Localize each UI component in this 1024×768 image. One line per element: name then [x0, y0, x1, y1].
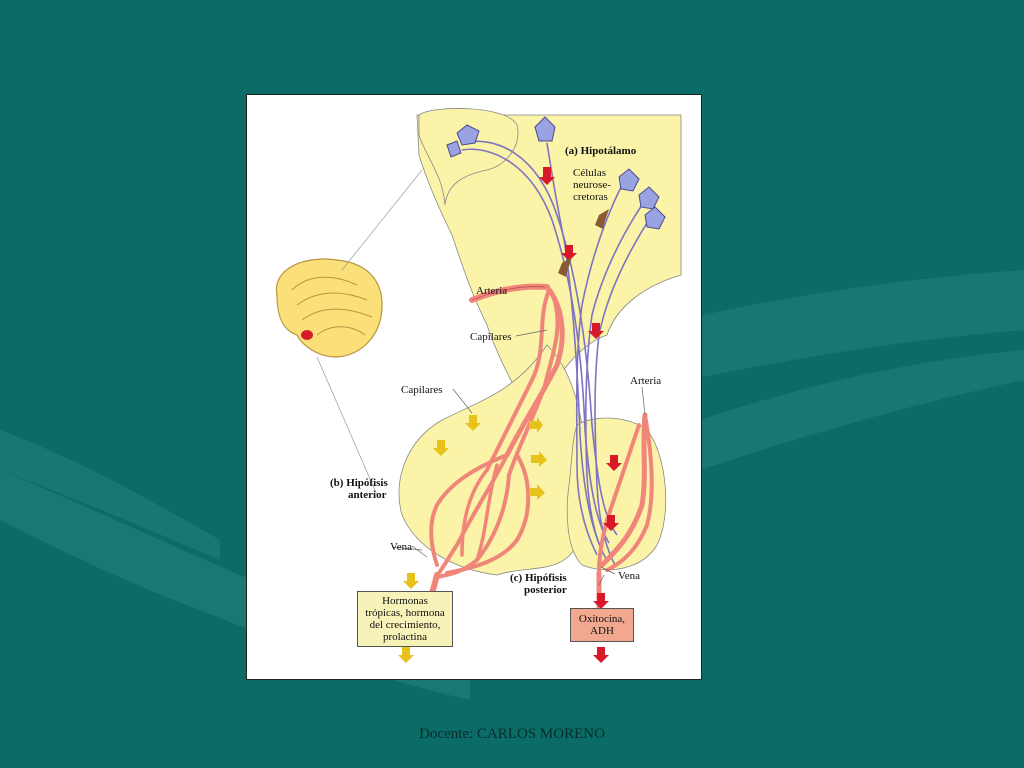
footer-credit: Docente: CARLOS MORENO — [419, 726, 605, 742]
label-vein-left: Vena — [390, 541, 412, 553]
anterior-hormones-line-1: Hormonas — [382, 595, 428, 607]
label-hypothalamus: (a) Hipotálamo — [565, 145, 637, 157]
neuron-axons — [461, 140, 648, 566]
pituitary-diagram: (a) Hipotálamo Células neurose- cretoras… — [246, 94, 702, 680]
posterior-hormones-box: Oxitocina, ADH — [570, 608, 634, 642]
neuron-cell-bodies — [446, 116, 666, 230]
label-posterior-pituitary-1: (c) Hipófisis — [510, 572, 567, 584]
anterior-hormones-line-3: del crecimiento, — [369, 619, 441, 631]
label-artery-top: Arteria — [476, 285, 508, 297]
label-anterior-pituitary-2: anterior — [348, 489, 387, 501]
label-anterior-pituitary-1: (b) Hipófisis — [330, 477, 388, 489]
label-neurosecretory-3: cretoras — [573, 191, 608, 203]
label-capillaries-anterior: Capilares — [401, 384, 443, 396]
posterior-hormones-line-1: Oxitocina, — [578, 613, 626, 625]
anterior-hormones-box: Hormonas trópicas, hormona del crecimien… — [357, 591, 453, 647]
brain-thumbnail — [275, 258, 383, 358]
label-artery-right: Arteria — [630, 375, 662, 387]
hormone-release-arrows — [539, 167, 622, 663]
anterior-hormones-line-4: prolactina — [383, 631, 427, 643]
tropic-hormone-arrows — [398, 415, 547, 663]
label-neurosecretory-2: neurose- — [573, 179, 611, 191]
diagram-illustration — [275, 108, 682, 663]
label-capillaries-top: Capilares — [470, 331, 512, 343]
posterior-hormones-line-2: ADH — [590, 625, 614, 637]
label-posterior-pituitary-2: posterior — [524, 584, 567, 596]
label-neurosecretory-1: Células — [573, 167, 606, 179]
label-vein-right: Vena — [618, 570, 640, 582]
anterior-hormones-line-2: trópicas, hormona — [365, 607, 445, 619]
